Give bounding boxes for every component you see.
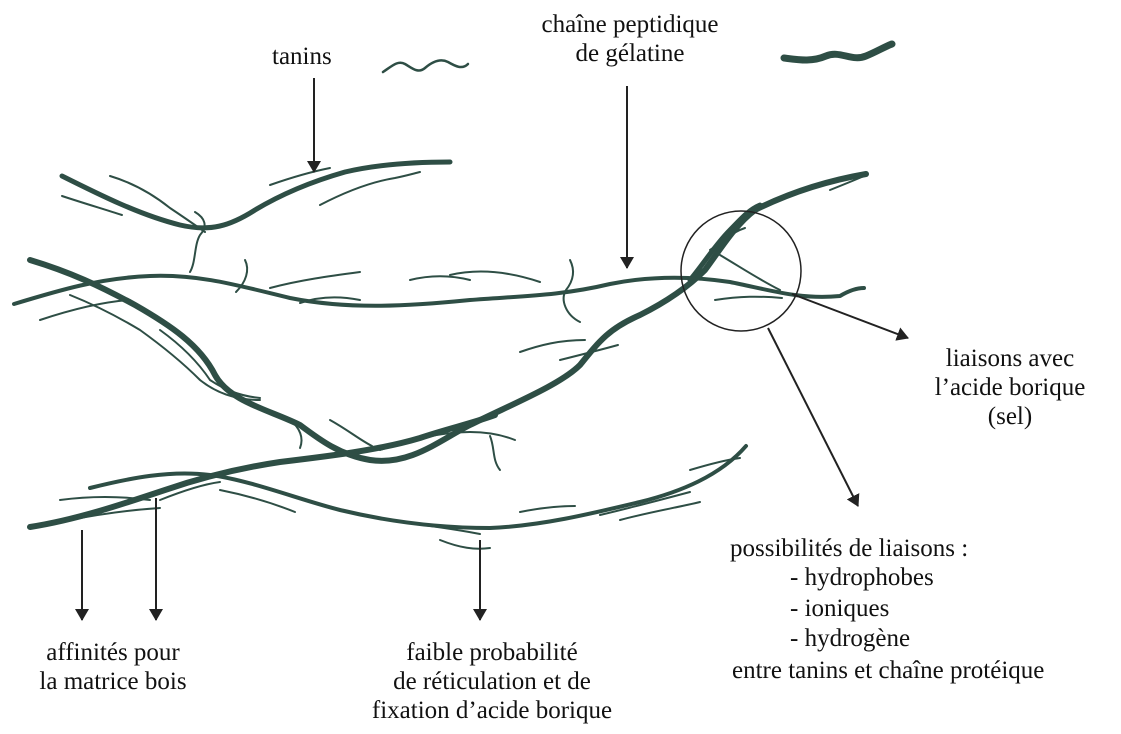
tannin-strand <box>520 340 585 352</box>
tannin-strand <box>450 271 540 282</box>
low-probability-line-2: de réticulation et de <box>342 667 642 696</box>
wood-affinity-line-1: affinités pour <box>2 638 224 667</box>
tannin-strand <box>520 506 575 512</box>
tannin-strand <box>330 420 372 446</box>
tannin-strand <box>600 492 690 515</box>
tannin-strand <box>270 272 360 288</box>
gelatin-chain <box>90 446 746 528</box>
gelatin-legend-sample <box>784 44 892 60</box>
boric-acid-arrow <box>792 294 908 338</box>
boric-acid-bond-line-2: l’acide borique <box>905 373 1115 402</box>
tannin-strand <box>440 540 490 549</box>
gelatin-chain <box>30 415 495 527</box>
wood-affinity-line-2: la matrice bois <box>2 667 224 696</box>
bonding-possibilities-title: possibilités de liaisons : <box>730 534 968 563</box>
low-probability-label: faible probabilité de réticulation et de… <box>342 638 642 725</box>
boric-acid-bond-line-1: liaisons avec <box>905 344 1115 373</box>
tannin-strand <box>270 168 330 185</box>
gelatin-chain-label-line-1: chaîne peptidique <box>510 10 750 39</box>
bonding-ionic: - ioniques <box>790 594 889 623</box>
gelatin-chain-label: chaîne peptidique de gélatine <box>510 10 750 68</box>
tannin-strand <box>715 297 782 300</box>
tannin-strand <box>410 276 470 280</box>
tannin-strand <box>70 295 260 400</box>
wood-affinity-label: affinités pour la matrice bois <box>2 638 224 696</box>
gelatin-chains <box>14 162 866 528</box>
low-probability-line-3: fixation d’acide borique <box>342 696 642 725</box>
tannin-strand <box>190 212 205 272</box>
boric-acid-bond-label: liaisons avec l’acide borique (sel) <box>905 344 1115 431</box>
gelatin-chain <box>62 162 450 228</box>
tannin-legend-sample <box>383 60 468 72</box>
gelatin-chain <box>14 276 864 306</box>
bonding-possibilities-arrow <box>768 328 858 506</box>
low-probability-line-1: faible probabilité <box>342 638 642 667</box>
boric-acid-bond-line-3: (sel) <box>905 402 1115 431</box>
bonding-hydrogen: - hydrogène <box>790 624 910 653</box>
tannin-strand <box>490 436 500 470</box>
tannin-strand <box>690 458 740 470</box>
gelatin-chain-label-line-2: de gélatine <box>510 39 750 68</box>
tanins-label: tanins <box>272 42 332 71</box>
bonding-hydrophobic: - hydrophobes <box>790 563 934 592</box>
bonding-footer: entre tanins et chaîne protéique <box>732 656 1044 685</box>
